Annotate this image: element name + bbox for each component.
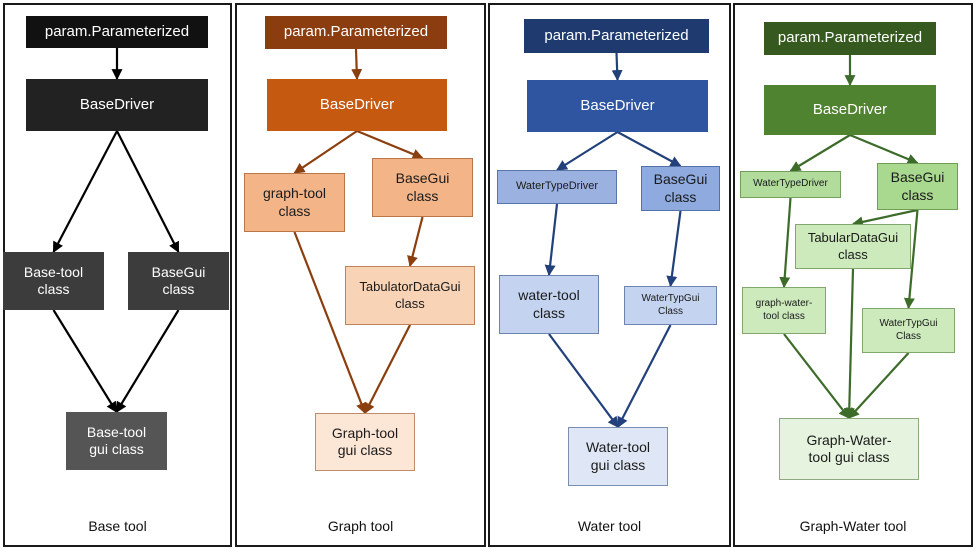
arrow-w_wtg-to-w_toolgui	[617, 324, 672, 428]
arrow-b_driver-to-b_tool	[52, 130, 118, 253]
node-gw_driver: BaseDriver	[764, 85, 936, 135]
node-gw_gui: BaseGui class	[877, 163, 958, 210]
arrow-gw_gwt-to-gw_toolgui	[783, 333, 850, 419]
node-b_driver: BaseDriver	[26, 79, 208, 131]
node-w_tool: water-tool class	[499, 275, 599, 334]
node-g_gui: BaseGui class	[372, 158, 473, 217]
node-gw_param: param.Parameterized	[764, 22, 936, 55]
arrow-g_tab-to-g_toolgui	[364, 324, 411, 414]
node-w_param: param.Parameterized	[524, 19, 709, 53]
node-g_tab: TabulatorDataGui class	[345, 266, 475, 325]
arrow-g_param-to-g_driver	[351, 48, 363, 81]
arrow-gw_driver-to-gw_wtd	[789, 134, 851, 172]
panel-caption-water: Water tool	[577, 518, 642, 534]
arrow-w_wtd-to-w_tool	[544, 203, 559, 277]
node-g_driver: BaseDriver	[267, 79, 447, 131]
arrow-g_driver-to-g_tool	[293, 130, 358, 174]
node-gw_wtg: WaterTypGui Class	[862, 308, 955, 353]
arrow-gw_tab-to-gw_toolgui	[843, 268, 855, 420]
node-w_toolgui: Water-tool gui class	[568, 427, 668, 486]
node-gw_gwt: graph-water- tool class	[742, 287, 826, 334]
arrow-gw_gui-to-gw_wtg	[903, 209, 919, 310]
node-b_param: param.Parameterized	[26, 16, 208, 48]
node-w_wtg: WaterTypGui Class	[624, 286, 717, 325]
arrow-gw_wtg-to-gw_toolgui	[848, 352, 910, 419]
arrow-w_gui-to-w_wtg	[666, 210, 682, 288]
arrow-g_driver-to-g_gui	[356, 129, 424, 160]
node-b_gui: BaseGui class	[128, 252, 229, 310]
node-g_toolgui: Graph-tool gui class	[315, 413, 415, 471]
arrow-w_tool-to-w_toolgui	[548, 333, 619, 428]
panel-caption-graphwater: Graph-Water tool	[799, 518, 907, 534]
arrow-w_driver-to-w_wtd	[556, 131, 619, 171]
arrow-b_tool-to-b_toolgui	[52, 309, 118, 413]
arrow-gw_gui-to-gw_tab	[851, 208, 918, 228]
node-b_toolgui: Base-tool gui class	[66, 412, 167, 470]
node-w_gui: BaseGui class	[641, 166, 720, 211]
node-gw_tab: TabularDataGui class	[795, 224, 911, 269]
node-g_tool: graph-tool class	[244, 173, 345, 232]
node-g_param: param.Parameterized	[265, 16, 447, 49]
arrow-w_param-to-w_driver	[611, 52, 623, 82]
node-gw_toolgui: Graph-Water- tool gui class	[779, 418, 919, 480]
arrow-gw_wtd-to-gw_gwt	[779, 197, 792, 289]
panel-caption-graph: Graph tool	[327, 518, 394, 534]
panel-caption-base: Base tool	[88, 518, 147, 534]
node-gw_wtd: WaterTypeDriver	[740, 171, 841, 198]
arrow-g_tool-to-g_toolgui	[293, 231, 367, 415]
arrow-g_gui-to-g_tab	[407, 216, 424, 268]
arrow-w_driver-to-w_gui	[616, 131, 682, 167]
arrow-b_driver-to-b_gui	[116, 130, 180, 253]
arrow-b_gui-to-b_toolgui	[115, 309, 180, 413]
arrow-gw_driver-to-gw_gui	[849, 133, 919, 165]
node-w_wtd: WaterTypeDriver	[497, 170, 617, 204]
node-w_driver: BaseDriver	[527, 80, 708, 132]
node-b_tool: Base-tool class	[3, 252, 104, 310]
